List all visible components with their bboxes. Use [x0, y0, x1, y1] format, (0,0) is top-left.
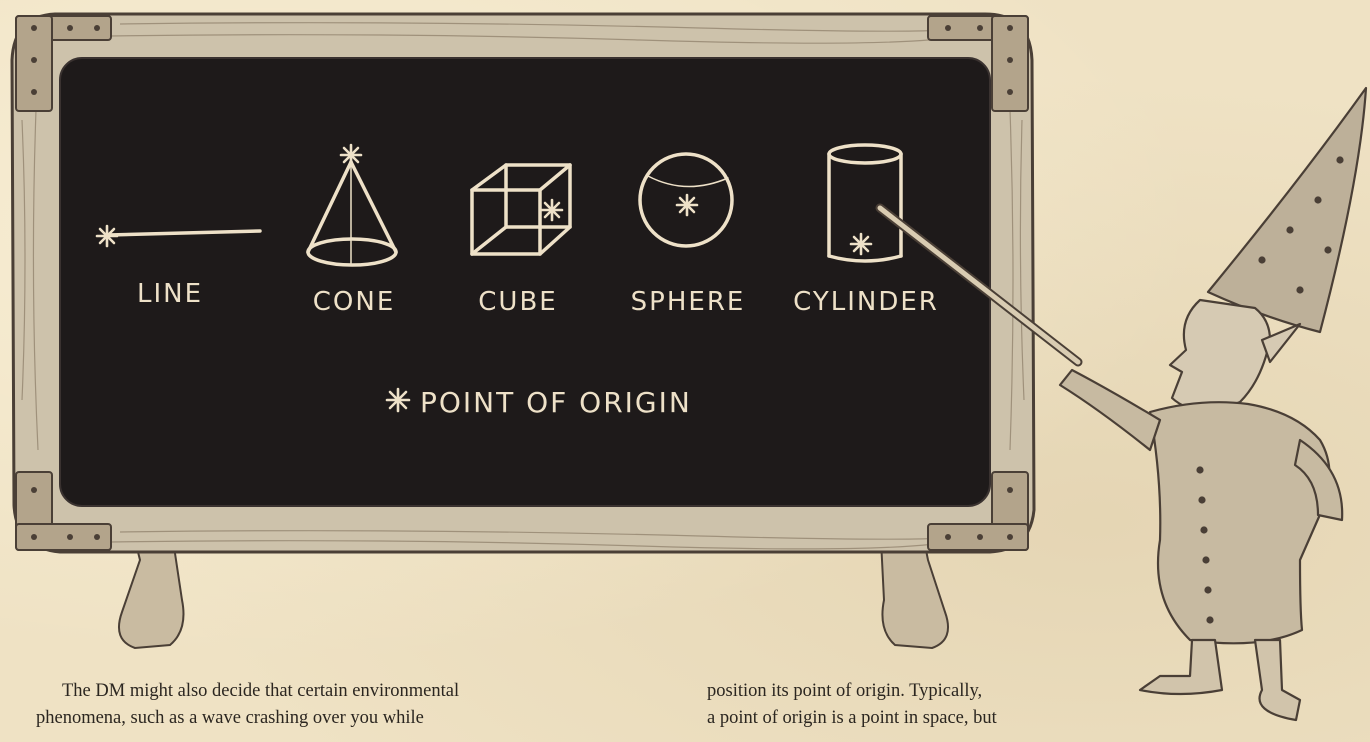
- body-text-right-line1: position its point of origin. Typically,: [707, 679, 982, 703]
- body-text-right-line2: a point of origin is a point in space, b…: [707, 706, 997, 730]
- label-point-of-origin: POINT OF ORIGIN: [420, 386, 692, 419]
- label-cone: CONE: [313, 287, 396, 317]
- label-cylinder: CYLINDER: [793, 287, 939, 317]
- label-line: LINE: [137, 279, 203, 309]
- body-text-left-line1: The DM might also decide that certain en…: [62, 679, 459, 703]
- gnome-figure: [1060, 88, 1366, 720]
- label-cube: CUBE: [478, 287, 557, 317]
- body-text-left-line2: phenomena, such as a wave crashing over …: [36, 706, 424, 730]
- label-sphere: SPHERE: [631, 287, 746, 317]
